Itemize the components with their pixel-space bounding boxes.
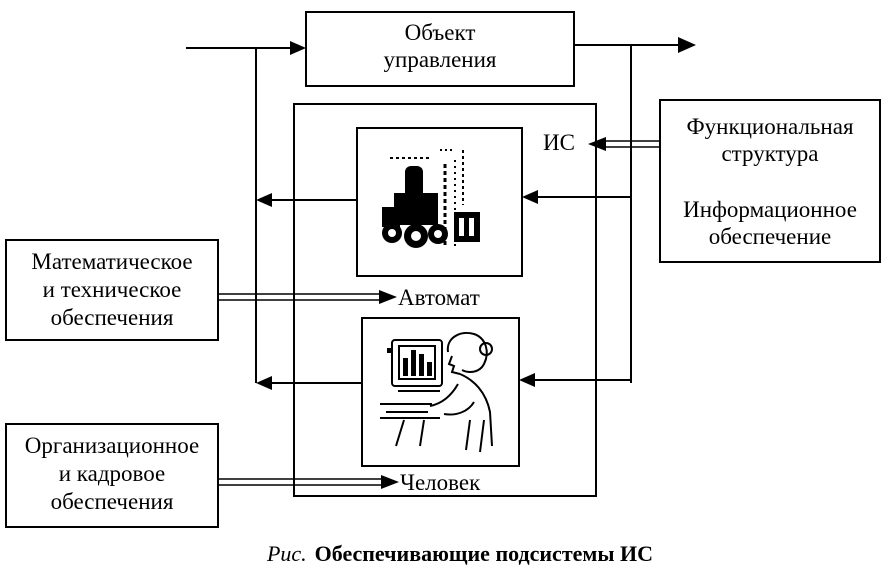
org-staff-label-line2: и кадровое <box>59 461 166 486</box>
control-object-label-line2: управления <box>384 47 497 72</box>
information-support-label-line2: обеспечение <box>709 224 831 249</box>
control-object-box <box>305 11 575 87</box>
math-tech-box <box>5 239 219 341</box>
person-picture-box <box>361 317 520 467</box>
right-to-automat-arrowhead <box>522 190 538 204</box>
automat-label: Автомат <box>398 285 480 310</box>
person-to-left-arrowhead <box>256 376 272 390</box>
input-arrowhead <box>290 41 306 55</box>
automat-picture-box <box>356 127 523 277</box>
functional-structure-label-line1: Функциональная <box>686 114 853 139</box>
functional-structure-label-line2: структура <box>721 141 818 166</box>
person-at-computer-icon <box>380 332 493 453</box>
org-to-person-arrowhead <box>381 475 399 489</box>
automat-to-left-arrowhead <box>256 193 272 207</box>
control-object-label-line1: Объект <box>405 20 476 45</box>
information-support-label-line1: Информационное <box>683 197 857 222</box>
math-tech-label-line2: и техническое <box>43 277 182 302</box>
caption-prefix: Рис. <box>266 541 307 566</box>
functional-to-is-arrowhead <box>588 137 606 151</box>
math-tech-label-line1: Математическое <box>31 249 192 274</box>
functional-information-box <box>659 99 881 263</box>
org-staff-label-line1: Организационное <box>25 433 199 458</box>
math-to-automat-arrowhead <box>379 290 397 304</box>
math-tech-label-line3: обеспечения <box>51 305 174 330</box>
machine-icon <box>382 149 480 248</box>
output-arrowhead <box>678 37 696 53</box>
right-to-person-arrowhead <box>519 373 535 387</box>
caption-text: Обеспечивающие подсистемы ИС <box>315 541 653 566</box>
org-staff-label-line3: обеспечения <box>51 489 174 514</box>
person-label: Человек <box>400 470 481 495</box>
org-staff-box <box>5 423 219 528</box>
figure-caption: Рис. Обеспечивающие подсистемы ИС <box>266 541 653 566</box>
is-label: ИС <box>543 130 575 155</box>
